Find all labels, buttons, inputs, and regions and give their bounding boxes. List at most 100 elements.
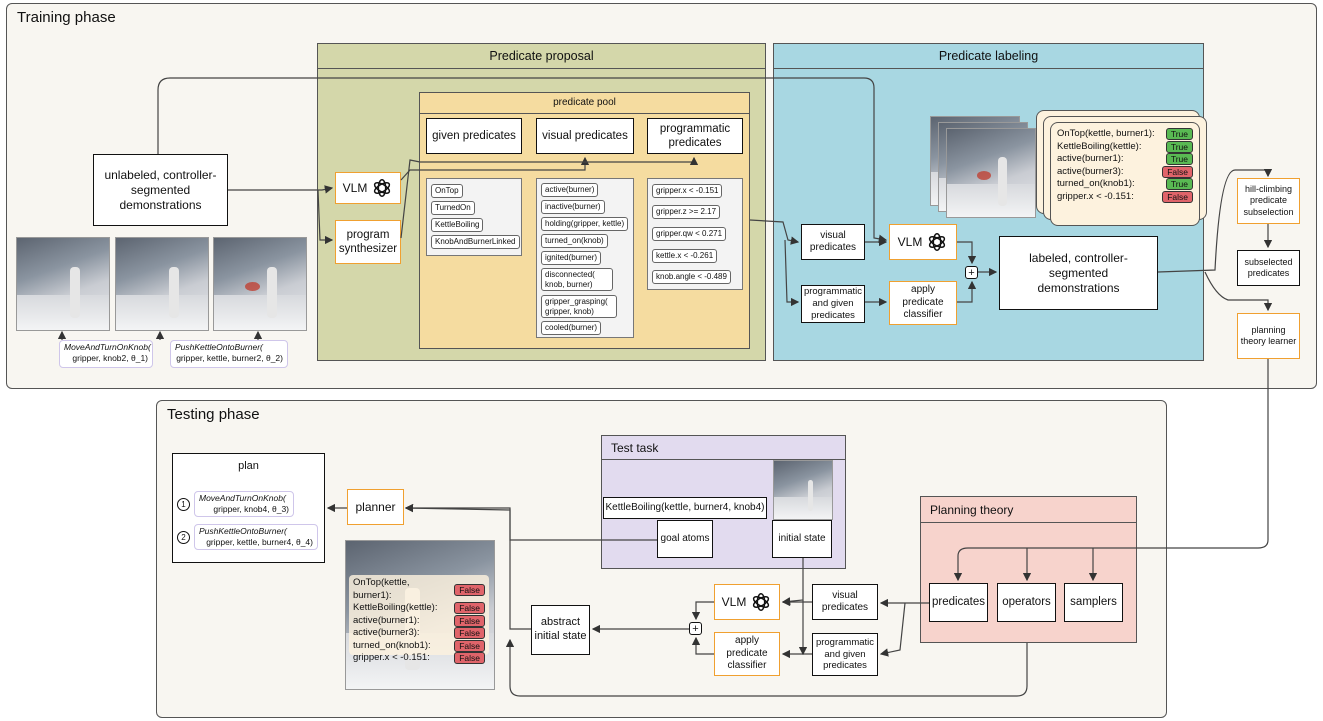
testing-apply-classifier-box: apply predicate classifier (714, 632, 780, 676)
demo-caption-1: MoveAndTurnOnKnob( gripper, knob2, θ_1) (59, 340, 153, 368)
label-text: KettleBoiling(kettle): (353, 602, 438, 613)
labeling-apply-classifier-label: apply predicate classifier (902, 284, 944, 321)
plan-box: plan 1 MoveAndTurnOnKnob( gripper, knob4… (172, 453, 325, 563)
visual-predicate-item: turned_on(knob) (541, 234, 608, 248)
planner-box: planner (347, 489, 404, 525)
subselected-predicates-label: subselected predicates (1244, 256, 1293, 278)
test-labels-card: OnTop(kettle, burner1):False KettleBoili… (349, 575, 489, 665)
programmatic-predicate-item: kettle.x < -0.261 (652, 249, 718, 263)
label-row: gripper.x < -0.151: False (1057, 191, 1193, 204)
given-predicates-list: OnTop TurnedOn KettleBoiling KnobAndBurn… (426, 178, 522, 256)
labeling-prog-given-label: programmatic and given predicates (803, 286, 863, 321)
hill-climbing-box: hill-climbing predicate subselection (1237, 178, 1300, 224)
false-badge: False (454, 614, 485, 627)
testing-prog-given-label: programmatic and given predicates (815, 636, 875, 672)
subselected-predicates-box: subselected predicates (1237, 250, 1300, 286)
step-number: 2 (177, 530, 190, 544)
training-phase-title: Training phase (17, 9, 116, 26)
visual-predicate-item: gripper_grasping( gripper, knob) (541, 295, 617, 319)
planning-theory-learner-box: planning theory learner (1237, 313, 1300, 359)
given-predicate-item: KnobAndBurnerLinked (431, 235, 520, 249)
label-row: active(burner3):False (353, 627, 485, 640)
plan-step-1: 1 MoveAndTurnOnKnob( gripper, knob4, θ_3… (177, 491, 317, 518)
given-predicate-item: KettleBoiling (431, 218, 484, 232)
label-row: turned_on(knob1): True (1057, 178, 1193, 191)
label-row: gripper.x < -0.151:False (353, 652, 485, 665)
programmatic-predicate-item: knob.angle < -0.489 (652, 270, 731, 284)
visual-predicates-box: visual predicates (536, 118, 634, 154)
label-row: active(burner1): False (353, 615, 485, 628)
demo-caption-2-args: gripper, kettle, burner2, θ_2) (176, 353, 283, 364)
label-text: turned_on(knob1): (1057, 178, 1135, 189)
label-text: turned_on(knob1): (353, 639, 431, 651)
theory-samplers-label: samplers (1070, 596, 1117, 609)
testing-apply-classifier-label: apply predicate classifier (726, 635, 768, 672)
test-label-image: OnTop(kettle, burner1):False KettleBoili… (345, 540, 495, 690)
proposal-vlm-label: VLM (342, 180, 368, 195)
demo-caption-2-name: PushKettleOntoBurner( (175, 342, 263, 352)
false-badge: False (454, 652, 485, 665)
given-predicate-item: OnTop (431, 184, 463, 198)
visual-predicate-item: holding(gripper, kettle) (541, 217, 629, 231)
visual-predicate-item: cooled(burner) (541, 321, 602, 335)
theory-operators-label: operators (1002, 596, 1051, 609)
testing-vlm-box: VLM (714, 584, 780, 620)
visual-predicates-label: visual predicates (542, 129, 628, 142)
label-row: active(burner3): False (1057, 166, 1193, 179)
true-badge: True (1165, 128, 1193, 141)
false-badge: False (1162, 190, 1193, 203)
theory-predicates-box: predicates (929, 583, 988, 622)
hill-climbing-label: hill-climbing predicate subselection (1243, 184, 1294, 217)
label-row: KettleBoiling(kettle):True (1057, 141, 1193, 154)
programmatic-predicates-list: gripper.x < -0.151 gripper.z >= 2.17 gri… (647, 178, 743, 290)
plan-step-args: gripper, knob4, θ_3) (213, 504, 289, 515)
label-row: OnTop(kettle, burner1): True (1057, 128, 1193, 141)
theory-predicates-label: predicates (931, 596, 986, 609)
predicate-labeling-title: Predicate labeling (774, 44, 1203, 69)
plan-step-name: PushKettleOntoBurner( (199, 526, 287, 536)
labeling-visual-predicates-label: visual predicates (809, 229, 857, 254)
label-row: KettleBoiling(kettle): False (353, 602, 485, 615)
program-synthesizer-label: program synthesizer (338, 228, 398, 255)
visual-predicate-item: disconnected( knob, burner) (541, 268, 613, 292)
plan-step-caption: MoveAndTurnOnKnob( gripper, knob4, θ_3) (194, 491, 294, 518)
goal-atoms-label: goal atoms (660, 532, 710, 544)
labels-card: OnTop(kettle, burner1): True KettleBoilin… (1050, 122, 1200, 226)
label-row: turned_on(knob1):False (353, 640, 485, 653)
visual-predicate-item: active(burner) (541, 183, 599, 197)
labeling-image-stack-3 (946, 128, 1036, 218)
plan-step-2: 2 PushKettleOntoBurner( gripper, kettle,… (177, 524, 322, 551)
plan-step-args: gripper, kettle, burner4, θ_4) (206, 537, 313, 548)
true-badge: True (1165, 153, 1193, 166)
planning-theory-learner-label: planning theory learner (1240, 324, 1297, 346)
given-predicates-label: given predicates (432, 129, 516, 142)
label-text: OnTop(kettle, burner1): (1057, 128, 1155, 139)
label-text: KettleBoiling(kettle): (1057, 140, 1142, 152)
labeling-vlm-label: VLM (897, 234, 923, 249)
labeled-demonstrations-box: labeled, controller-segmented demonstrat… (999, 236, 1158, 310)
labeling-vlm-box: VLM (889, 224, 957, 260)
initial-state-box: initial state (772, 520, 832, 558)
abstract-initial-state-box: abstract initial state (531, 605, 590, 655)
false-badge: False (454, 602, 485, 615)
testing-phase-title: Testing phase (167, 406, 260, 423)
false-badge: False (1162, 165, 1193, 178)
false-badge: False (454, 583, 485, 596)
true-badge: True (1165, 178, 1193, 191)
demo-caption-1-name: MoveAndTurnOnKnob( (64, 342, 151, 352)
demo-caption-1-args: gripper, knob2, θ_1) (72, 353, 148, 364)
given-predicate-item: TurnedOn (431, 201, 475, 215)
programmatic-predicate-item: gripper.x < -0.151 (652, 184, 723, 198)
label-text: active(burner3): (1057, 165, 1124, 177)
label-text: gripper.x < -0.151: (1057, 190, 1134, 202)
plan-title: plan (238, 460, 259, 472)
testing-visual-predicates-label: visual predicates (821, 589, 869, 614)
planning-theory-title: Planning theory (930, 503, 1014, 517)
label-text: active(burner1): (1057, 153, 1124, 164)
demo-image-3 (213, 237, 307, 331)
label-text: active(burner1): (353, 614, 420, 626)
label-row: active(burner1): True (1057, 153, 1193, 166)
program-synthesizer-box: program synthesizer (335, 220, 401, 264)
false-badge: False (454, 627, 485, 640)
goal-atoms-box: goal atoms (657, 520, 713, 558)
